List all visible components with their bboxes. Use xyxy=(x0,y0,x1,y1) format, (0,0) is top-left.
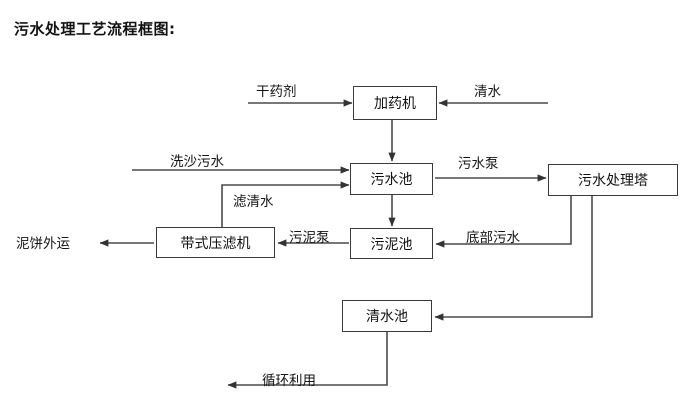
node-sewage-treatment-tower[interactable]: 污水处理塔 xyxy=(548,164,678,196)
edge-label-sand-washing-wastewater: 洗沙污水 xyxy=(170,154,224,170)
terminal-label-mud-cake-transport-out: 泥饼外运 xyxy=(16,236,70,252)
node-label: 带式压滤机 xyxy=(180,235,251,252)
node-sewage-pool[interactable]: 污水池 xyxy=(350,163,433,195)
edge-label-filtrate-clear-water: 滤清水 xyxy=(233,194,274,210)
page-title: 污水处理工艺流程框图: xyxy=(14,20,176,38)
edge-label-dry-reagent: 干药剂 xyxy=(256,84,297,100)
node-clear-water-pool[interactable]: 清水池 xyxy=(342,300,432,332)
node-dosing-machine[interactable]: 加药机 xyxy=(353,86,437,120)
node-label: 污水池 xyxy=(370,172,413,188)
node-label: 污水处理塔 xyxy=(578,173,648,189)
edge-label-recycle-reuse: 循环利用 xyxy=(262,373,316,389)
node-label: 加药机 xyxy=(374,96,416,112)
node-belt-filter-press[interactable]: 带式压滤机 xyxy=(156,227,275,258)
node-label: 污泥池 xyxy=(370,236,413,253)
node-label: 清水池 xyxy=(366,309,408,325)
edge-label-clean-water-inlet: 清水 xyxy=(474,84,501,100)
edge-label-sludge-pump: 污泥泵 xyxy=(289,230,330,246)
edge-label-bottom-sewage: 底部污水 xyxy=(466,230,520,246)
edge-label-sewage-pump: 污水泵 xyxy=(458,156,499,172)
node-sludge-pool[interactable]: 污泥池 xyxy=(350,228,433,259)
